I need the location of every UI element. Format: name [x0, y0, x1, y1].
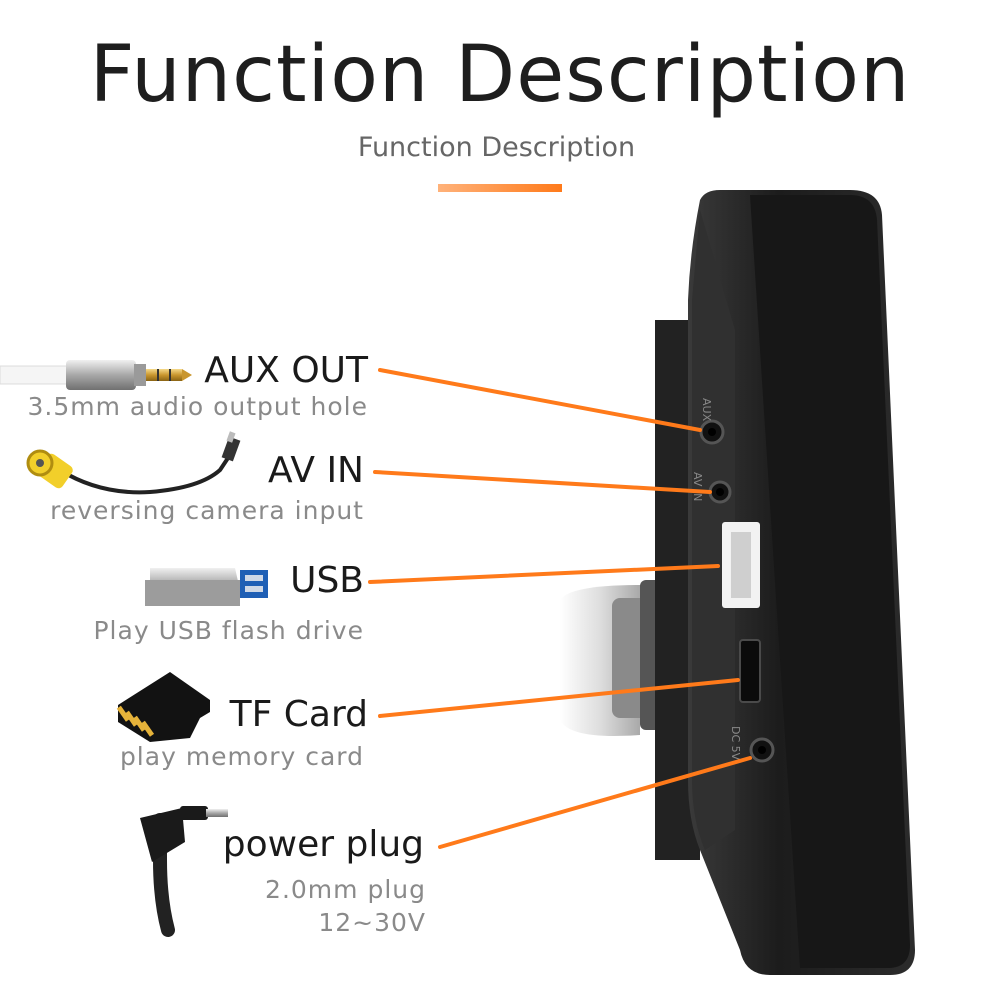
aux-cable-icon [0, 360, 192, 390]
leader-line-avin [373, 470, 712, 494]
feature-label-tf: TF Card [229, 694, 368, 735]
tf-card-icon [116, 672, 210, 742]
usb-drive-icon [145, 568, 268, 606]
leader-line-tf [378, 678, 740, 718]
power-plug-icon [140, 806, 228, 937]
accent-bar [438, 184, 562, 192]
leader-line-usb [368, 564, 720, 584]
page-subtitle: Function Description [357, 132, 636, 163]
feature-desc-usb: Play USB flash drive [93, 616, 364, 645]
feature-label-power: power plug [222, 824, 424, 865]
device-body [655, 190, 915, 975]
feature-desc-power: 2.0mm plug [265, 875, 426, 904]
port-text-dc: DC 5V [729, 726, 742, 761]
rca-cable-icon [26, 431, 241, 495]
port-text-aux: AUX [700, 398, 713, 422]
leader-line-power [438, 756, 752, 849]
feature-desc-avin: reversing camera input [50, 496, 364, 525]
feature-desc-tf: play memory card [119, 742, 364, 771]
feature-desc-aux: 3.5mm audio output hole [27, 392, 368, 421]
feature-voltage-power: 12~30V [318, 908, 426, 937]
feature-label-aux: AUX OUT [204, 350, 368, 391]
page-title: Function Description [89, 30, 911, 120]
port-text-avin: AV IN [691, 472, 704, 501]
device-ports [699, 419, 775, 763]
feature-label-avin: AV IN [268, 450, 364, 491]
feature-label-usb: USB [290, 560, 364, 601]
leader-lines [368, 368, 752, 849]
leader-line-aux [378, 368, 702, 432]
